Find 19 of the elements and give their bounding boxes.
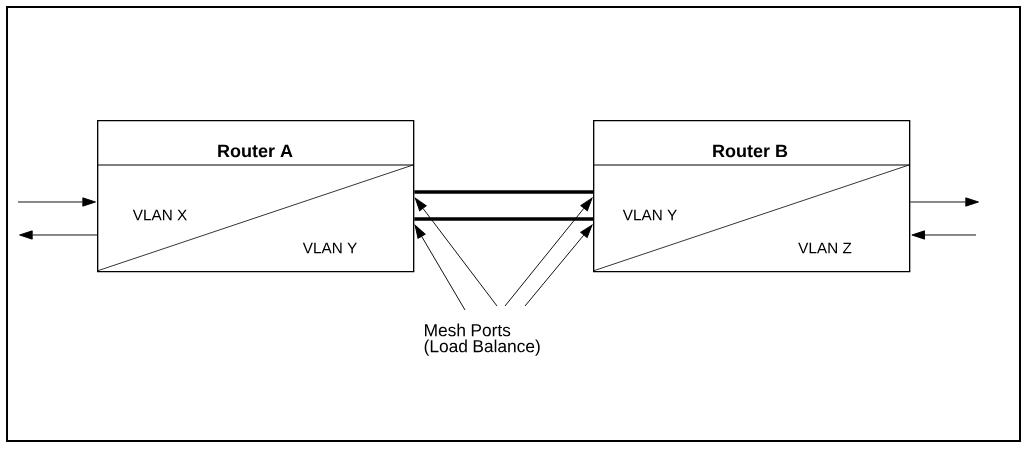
leader-arrow [414, 197, 498, 307]
vlan-label: VLAN Y [302, 242, 357, 254]
mesh-link [414, 190, 593, 194]
router-title: Router B [713, 144, 788, 158]
vlan-label: VLAN Y [622, 209, 677, 221]
router-box [96, 120, 415, 273]
router-title: Router A [218, 144, 293, 158]
vlan-label: VLAN X [132, 209, 187, 221]
leader-arrow [504, 197, 593, 307]
arrow [911, 230, 977, 240]
arrow [909, 197, 979, 207]
leader-arrow [414, 224, 466, 311]
arrow [19, 230, 98, 240]
callout-text: Mesh Ports (Load Balance) [424, 323, 540, 356]
arrow [17, 197, 96, 207]
leader-arrow [524, 224, 593, 307]
vlan-label: VLAN Z [798, 242, 852, 254]
router-box [592, 120, 911, 273]
mesh-link [414, 217, 593, 221]
